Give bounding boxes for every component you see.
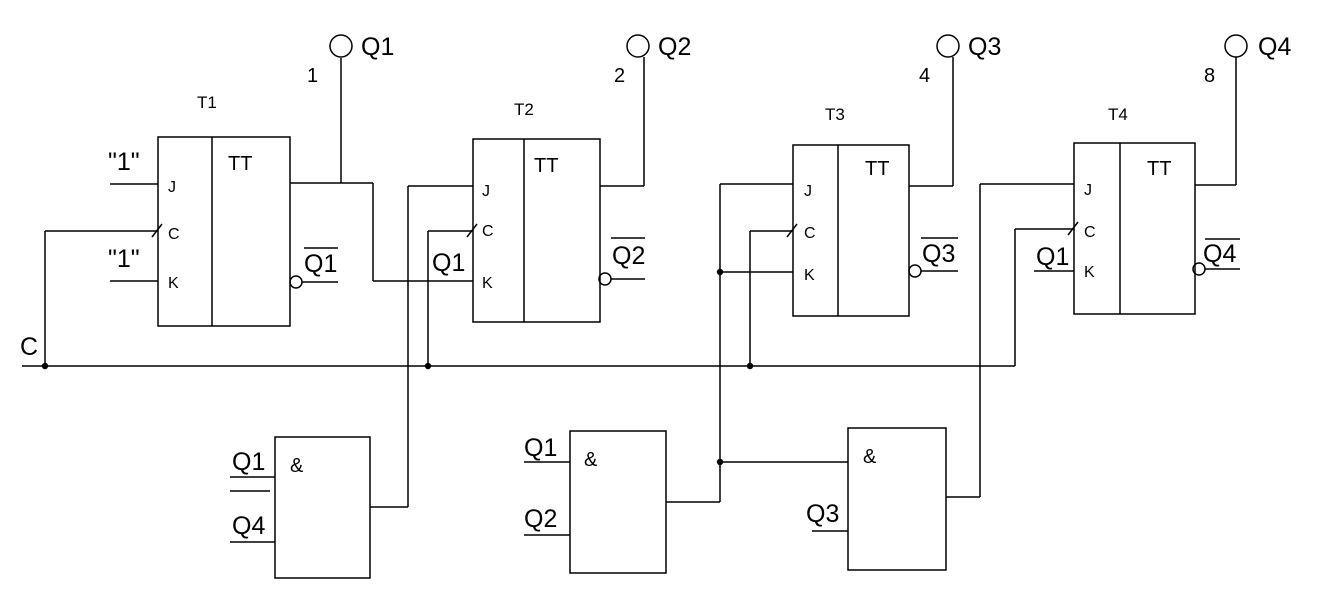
flip-flop-type: TT <box>1147 158 1171 180</box>
and-input-label: Q1 <box>232 448 265 476</box>
pin-c-label: C <box>482 223 494 240</box>
dynamic-input-mark <box>466 223 478 238</box>
pin-j-label: J <box>1084 182 1092 199</box>
output-terminal <box>626 34 650 58</box>
output-weight: 2 <box>614 65 625 87</box>
output-weight: 4 <box>919 65 930 87</box>
flip-flop-type: TT <box>534 155 558 177</box>
flip-flop-name: T4 <box>1108 105 1128 124</box>
flip-flop-name: T1 <box>197 93 217 112</box>
junction-dot <box>716 458 724 466</box>
pin-j-label: J <box>482 183 490 200</box>
flip-flop-t4: T4 TT J C K Q1 Q4 <box>980 105 1240 366</box>
inversion-bubble <box>908 264 922 278</box>
and-input-label: Q3 <box>806 500 839 528</box>
and-input-label: Q4 <box>232 512 265 540</box>
inverted-output-label: Q2 <box>612 242 645 270</box>
flip-flop-type: TT <box>865 158 889 180</box>
output-q4: Q4 8 <box>1195 33 1291 186</box>
output-q3: Q3 4 <box>909 33 1001 187</box>
inverted-output-label: Q3 <box>922 240 955 268</box>
clock-label: C <box>20 333 38 361</box>
and-input-label: Q1 <box>524 434 557 462</box>
inverted-output-label: Q1 <box>304 250 337 278</box>
and-gate-body <box>847 427 947 571</box>
output-terminal <box>329 34 353 58</box>
pin-c-label: C <box>168 226 180 243</box>
k-input-label: Q1 <box>432 249 465 277</box>
k-input-label: Q1 <box>1036 243 1069 271</box>
dynamic-input-mark <box>151 223 163 238</box>
inversion-bubble <box>289 275 303 289</box>
flip-flop-t2: T2 TT J C K Q1 Q2 <box>408 100 645 366</box>
and-gate-1: & Q1 Q4 <box>230 186 409 579</box>
output-label: Q4 <box>1258 33 1291 61</box>
and-input-label: Q2 <box>524 505 557 533</box>
output-label: Q1 <box>361 33 394 61</box>
output-label: Q3 <box>968 33 1001 61</box>
pin-j-label: J <box>804 183 812 200</box>
flip-flop-name: T3 <box>825 105 845 124</box>
inverted-output-label: Q4 <box>1203 240 1236 268</box>
clock-bus: C <box>20 333 1015 370</box>
output-q2: Q2 2 <box>600 33 691 187</box>
output-weight: 8 <box>1204 65 1215 87</box>
flip-flop-t1: T1 TT J C K "1" "1" Q1 <box>44 93 338 366</box>
pin-k-label: K <box>482 275 493 292</box>
and-gate-2: & Q1 Q2 <box>524 184 848 574</box>
output-terminal <box>1224 34 1248 58</box>
flip-flop-t3: T3 TT J C K Q3 <box>716 105 958 366</box>
pin-c-label: C <box>804 225 816 242</box>
pin-j-label: J <box>168 179 176 196</box>
and-gate-3: & Q3 <box>806 184 981 571</box>
constant-one-label: "1" <box>108 245 140 273</box>
and-symbol: & <box>584 449 598 471</box>
inversion-bubble <box>598 272 612 286</box>
and-symbol: & <box>863 446 877 468</box>
pin-k-label: K <box>1084 264 1095 281</box>
pin-k-label: K <box>168 275 179 292</box>
pin-k-label: K <box>804 267 815 284</box>
and-symbol: & <box>290 455 304 477</box>
output-label: Q2 <box>658 33 691 61</box>
output-terminal <box>936 34 960 58</box>
dynamic-input-mark <box>1067 221 1079 236</box>
pin-c-label: C <box>1084 224 1096 241</box>
flip-flop-name: T2 <box>514 100 534 119</box>
dynamic-input-mark <box>786 223 798 238</box>
flip-flop-type: TT <box>228 153 252 175</box>
constant-one-label: "1" <box>108 148 140 176</box>
output-q1: Q1 1 <box>290 33 473 282</box>
output-weight: 1 <box>307 65 318 87</box>
